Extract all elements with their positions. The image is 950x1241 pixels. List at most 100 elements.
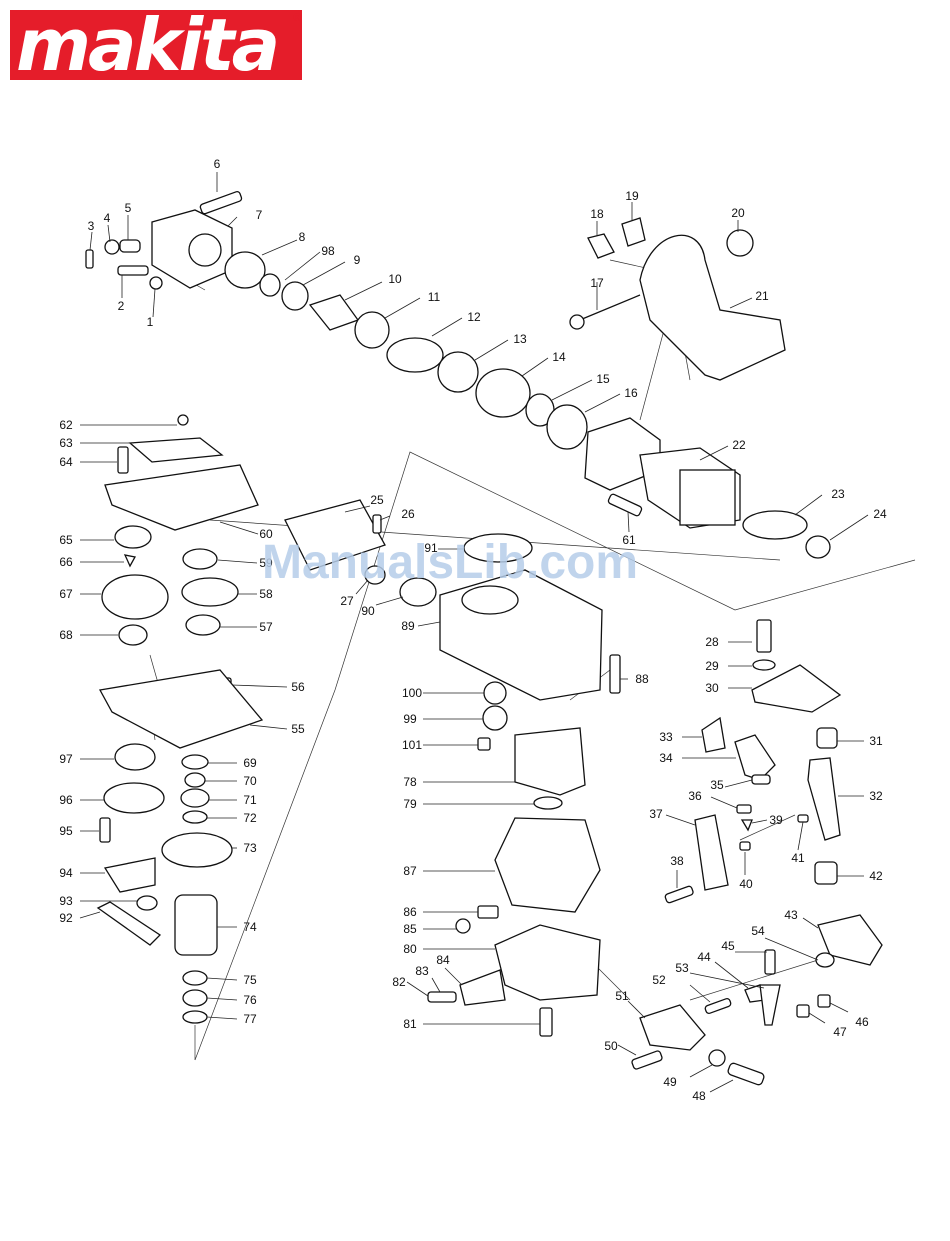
label-part-69: 69 — [243, 756, 257, 770]
label-part-85: 85 — [403, 922, 417, 936]
part-60-cover — [104, 464, 259, 531]
label-part-27: 27 — [340, 594, 354, 608]
label-part-87: 87 — [403, 864, 417, 878]
part-10-sleeve — [308, 294, 360, 331]
part-50-screw — [631, 1050, 663, 1070]
part-67-gear — [101, 574, 169, 620]
part-63-plate — [128, 437, 224, 463]
label-part-49: 49 — [663, 1075, 677, 1089]
part-101-screw — [477, 737, 491, 751]
label-part-38: 38 — [670, 854, 684, 868]
label-part-71: 71 — [243, 793, 257, 807]
part-28-bolt — [756, 619, 772, 653]
part-33-cover — [701, 716, 726, 753]
part-62-screw — [177, 414, 189, 426]
part-72-washer — [182, 810, 208, 824]
label-part-1: 1 — [147, 315, 154, 329]
part-3-pin — [85, 249, 94, 269]
part-80-brush-holder-housing — [494, 924, 601, 1001]
label-part-100: 100 — [402, 686, 422, 700]
label-part-29: 29 — [705, 659, 719, 673]
label-part-60: 60 — [259, 527, 273, 541]
label-part-70: 70 — [243, 774, 257, 788]
label-part-74: 74 — [243, 920, 257, 934]
label-part-8: 8 — [299, 230, 306, 244]
label-part-68: 68 — [59, 628, 73, 642]
part-99-disc — [482, 705, 508, 731]
label-part-80: 80 — [403, 942, 417, 956]
label-part-97: 97 — [59, 752, 73, 766]
label-part-43: 43 — [784, 908, 798, 922]
label-part-89: 89 — [401, 619, 415, 633]
part-32-grip — [807, 757, 841, 841]
label-part-35: 35 — [710, 778, 724, 792]
part-98-ring — [259, 273, 281, 297]
part-76-bearing — [182, 989, 208, 1007]
label-part-83: 83 — [415, 964, 429, 978]
part-39-clip — [740, 819, 753, 832]
part-23-sleeve — [742, 510, 808, 540]
part-78-field — [514, 727, 586, 796]
label-part-3: 3 — [88, 219, 95, 233]
label-part-6: 6 — [214, 157, 221, 171]
part-46-block — [817, 994, 831, 1008]
part-57-bearing — [185, 614, 221, 636]
label-part-56: 56 — [291, 680, 305, 694]
label-part-91: 91 — [424, 541, 438, 555]
label-part-15: 15 — [596, 372, 610, 386]
label-part-19: 19 — [625, 189, 639, 203]
part-97-bearing — [114, 743, 156, 771]
part-91-o-ring — [463, 533, 533, 563]
label-part-86: 86 — [403, 905, 417, 919]
part-17-rod — [574, 294, 641, 323]
label-part-98: 98 — [321, 244, 335, 258]
label-part-59: 59 — [259, 556, 273, 570]
part-49-washer — [708, 1049, 726, 1067]
label-part-82: 82 — [392, 975, 406, 989]
label-part-76: 76 — [243, 993, 257, 1007]
registered-mark: ® — [293, 12, 302, 24]
part-43-switch-cover — [817, 914, 883, 966]
part-40-pin — [739, 841, 751, 851]
label-part-90: 90 — [361, 604, 375, 618]
label-part-66: 66 — [59, 555, 73, 569]
label-part-72: 72 — [243, 811, 257, 825]
side-handle-group — [569, 217, 786, 381]
part-73-fan — [161, 832, 233, 868]
part-48-bolt — [727, 1062, 765, 1086]
part-70-ring — [184, 772, 206, 788]
part-19-grip — [621, 217, 646, 247]
label-part-46: 46 — [855, 1015, 869, 1029]
label-part-62: 62 — [59, 418, 73, 432]
part-81-screw — [539, 1007, 553, 1037]
part-51-handle-cover — [639, 1004, 706, 1051]
part-92-con-rod — [96, 901, 162, 946]
label-part-17: 17 — [590, 276, 604, 290]
makita-logo: makita ® — [10, 4, 302, 86]
part-4-washer — [104, 239, 120, 255]
label-part-37: 37 — [649, 807, 663, 821]
part-21-handle — [639, 234, 786, 381]
logo-background — [10, 10, 302, 80]
label-part-14: 14 — [552, 350, 566, 364]
motor-housing-group — [284, 499, 621, 1037]
part-18-clamp — [587, 233, 615, 259]
part-14-sleeve — [475, 368, 531, 418]
part-87-motor-housing — [494, 817, 601, 913]
part-26-pin — [372, 514, 382, 534]
part-75-washer — [182, 970, 208, 986]
part-89-bore — [461, 585, 519, 615]
part-38-screw — [664, 885, 694, 904]
gear-stack-group — [96, 414, 264, 1024]
part-45-capacitor — [764, 949, 776, 975]
part-86-holder — [477, 905, 499, 919]
label-part-67: 67 — [59, 587, 73, 601]
label-part-88: 88 — [635, 672, 649, 686]
label-part-16: 16 — [624, 386, 638, 400]
label-part-21: 21 — [755, 289, 769, 303]
label-part-39: 39 — [769, 813, 783, 827]
part-66-key — [123, 554, 137, 568]
label-part-48: 48 — [692, 1089, 706, 1103]
